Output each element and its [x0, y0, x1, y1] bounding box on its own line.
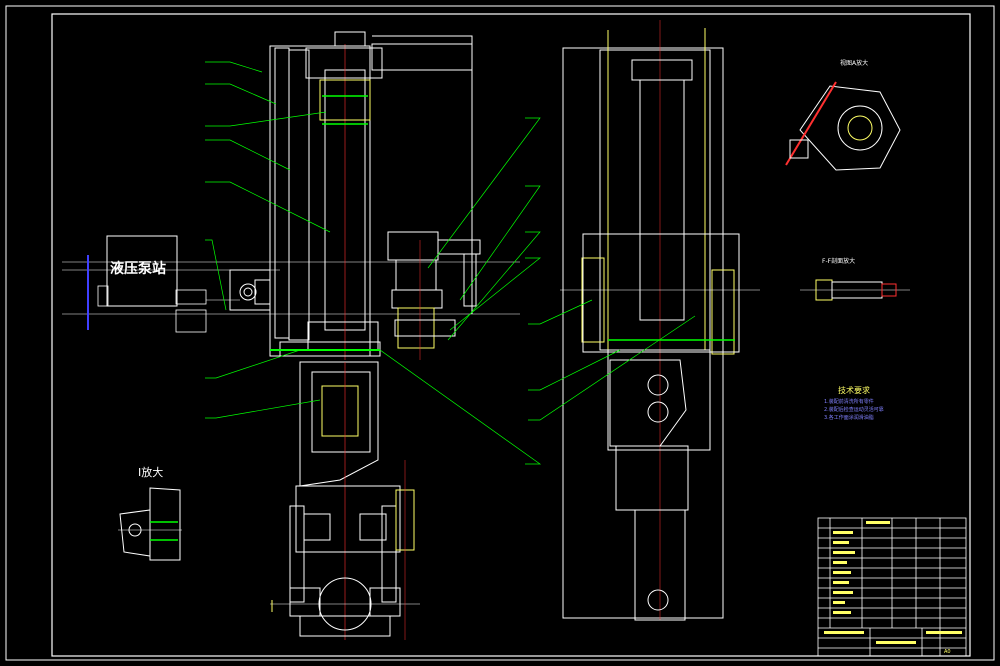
lower-housing [270, 361, 420, 640]
detail-view-a [785, 81, 901, 171]
tech-requirements-title: 技术要求 [838, 386, 870, 395]
pump-station [87, 235, 240, 333]
main-column [229, 31, 473, 360]
detail-ff [800, 279, 910, 301]
detail-view-label: 视图A放大 [840, 60, 869, 67]
detail-ff-label: F-F剖面放大 [822, 258, 856, 265]
title-block [817, 517, 967, 657]
motor-unit [387, 231, 481, 360]
sheet-size-label: A0 [944, 649, 951, 655]
title-block-fills [824, 521, 962, 644]
leader-lines [205, 61, 696, 465]
tech-note-2: 2.装配后检查运动灵活可靠 [824, 407, 884, 413]
side-view [560, 20, 760, 621]
tech-note-3: 3.各工作面涂润滑油脂 [824, 415, 874, 421]
tech-note-1: 1.装配前清洗所有零件 [824, 399, 874, 405]
pump-station-label: 液压泵站 [110, 261, 166, 277]
drawing-frame-outer [5, 5, 995, 661]
detail-i [118, 487, 182, 561]
drawing-frame-inner [51, 13, 971, 657]
detail-i-label: I放大 [138, 466, 164, 479]
